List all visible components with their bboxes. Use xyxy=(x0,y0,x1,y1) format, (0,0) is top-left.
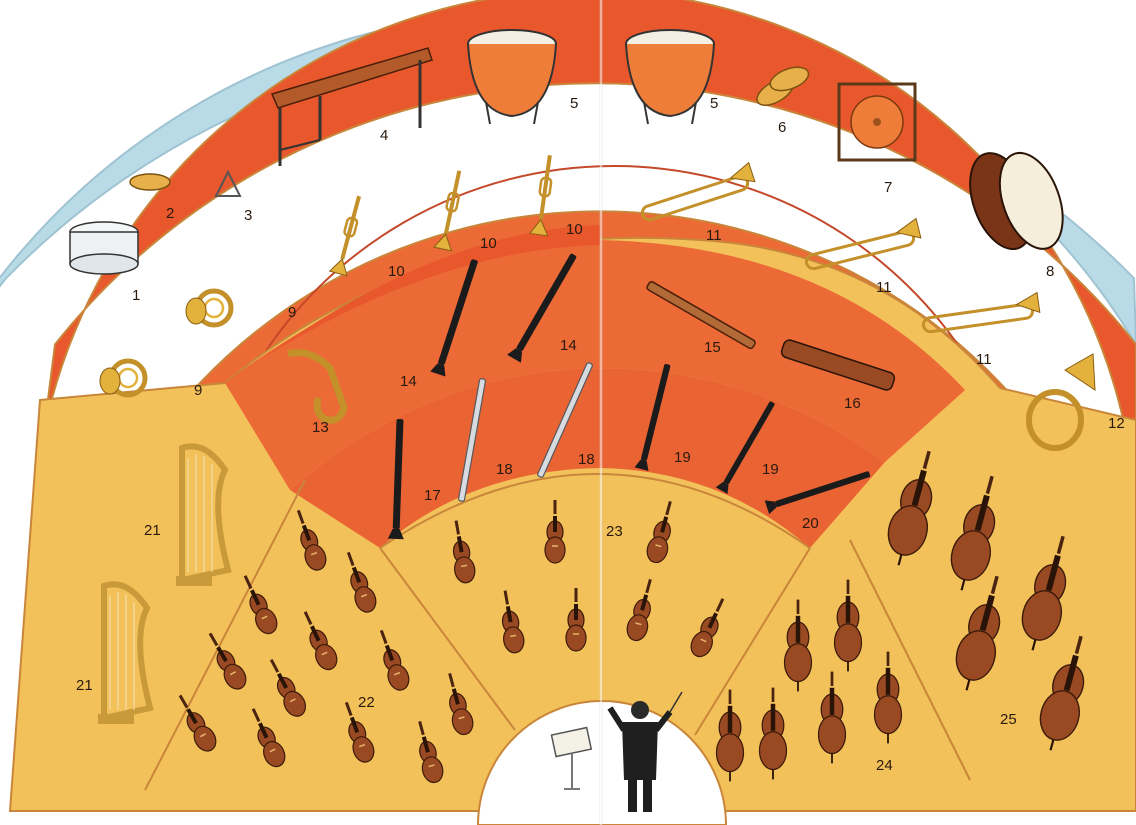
label-trombone-1: 11 xyxy=(706,227,722,244)
label-harp-2: 21 xyxy=(76,677,93,694)
label-double-basses: 25 xyxy=(1000,711,1017,728)
timpani-right-icon xyxy=(626,30,714,124)
french-horn-lower-icon xyxy=(100,361,145,395)
bass-drum-icon xyxy=(958,144,1075,257)
label-gong: 7 xyxy=(884,179,892,196)
label-flute-1: 18 xyxy=(496,461,513,478)
label-second-violins: 23 xyxy=(606,523,623,540)
label-clarinet-2: 14 xyxy=(560,337,577,354)
label-trumpet-3: 10 xyxy=(566,221,583,238)
label-contrabassoon: 16 xyxy=(844,395,861,412)
label-first-violins: 22 xyxy=(358,694,375,711)
snare-drum-icon xyxy=(70,222,138,274)
label-trombone-3: 11 xyxy=(976,351,992,368)
label-xylophone: 4 xyxy=(380,127,388,144)
label-timpani-left: 5 xyxy=(570,95,578,112)
timpani-left-icon xyxy=(468,30,556,124)
label-saxophone: 13 xyxy=(312,419,329,436)
label-oboe-2: 19 xyxy=(762,461,779,478)
french-horn-upper-icon xyxy=(186,291,231,325)
label-english-horn: 20 xyxy=(802,515,819,532)
label-triangle: 3 xyxy=(244,207,252,224)
label-trumpet-1: 10 xyxy=(388,263,405,280)
label-oboe-1: 19 xyxy=(674,449,691,466)
label-cellos: 24 xyxy=(876,757,893,774)
trumpet-1-icon xyxy=(330,194,368,276)
label-trumpet-2: 10 xyxy=(480,235,497,252)
label-harp-1: 21 xyxy=(144,522,161,539)
label-flute-2: 18 xyxy=(578,451,595,468)
label-snare-drum: 1 xyxy=(132,287,140,304)
label-tuba: 12 xyxy=(1108,415,1125,432)
label-trombone-2: 11 xyxy=(876,279,892,296)
book-spine-fold xyxy=(599,0,603,825)
label-timpani-right: 5 xyxy=(710,95,718,112)
label-cymbals: 6 xyxy=(778,119,786,136)
label-piccolo: 17 xyxy=(424,487,441,504)
label-bassoon: 15 xyxy=(704,339,721,356)
label-bass-drum: 8 xyxy=(1046,263,1054,280)
label-tambourine: 2 xyxy=(166,205,174,222)
label-horn-upper: 9 xyxy=(288,304,296,321)
label-horn-lower: 9 xyxy=(194,382,202,399)
tambourine-icon xyxy=(130,174,170,190)
trombone-1-icon xyxy=(637,163,756,222)
label-clarinet-1: 14 xyxy=(400,373,417,390)
